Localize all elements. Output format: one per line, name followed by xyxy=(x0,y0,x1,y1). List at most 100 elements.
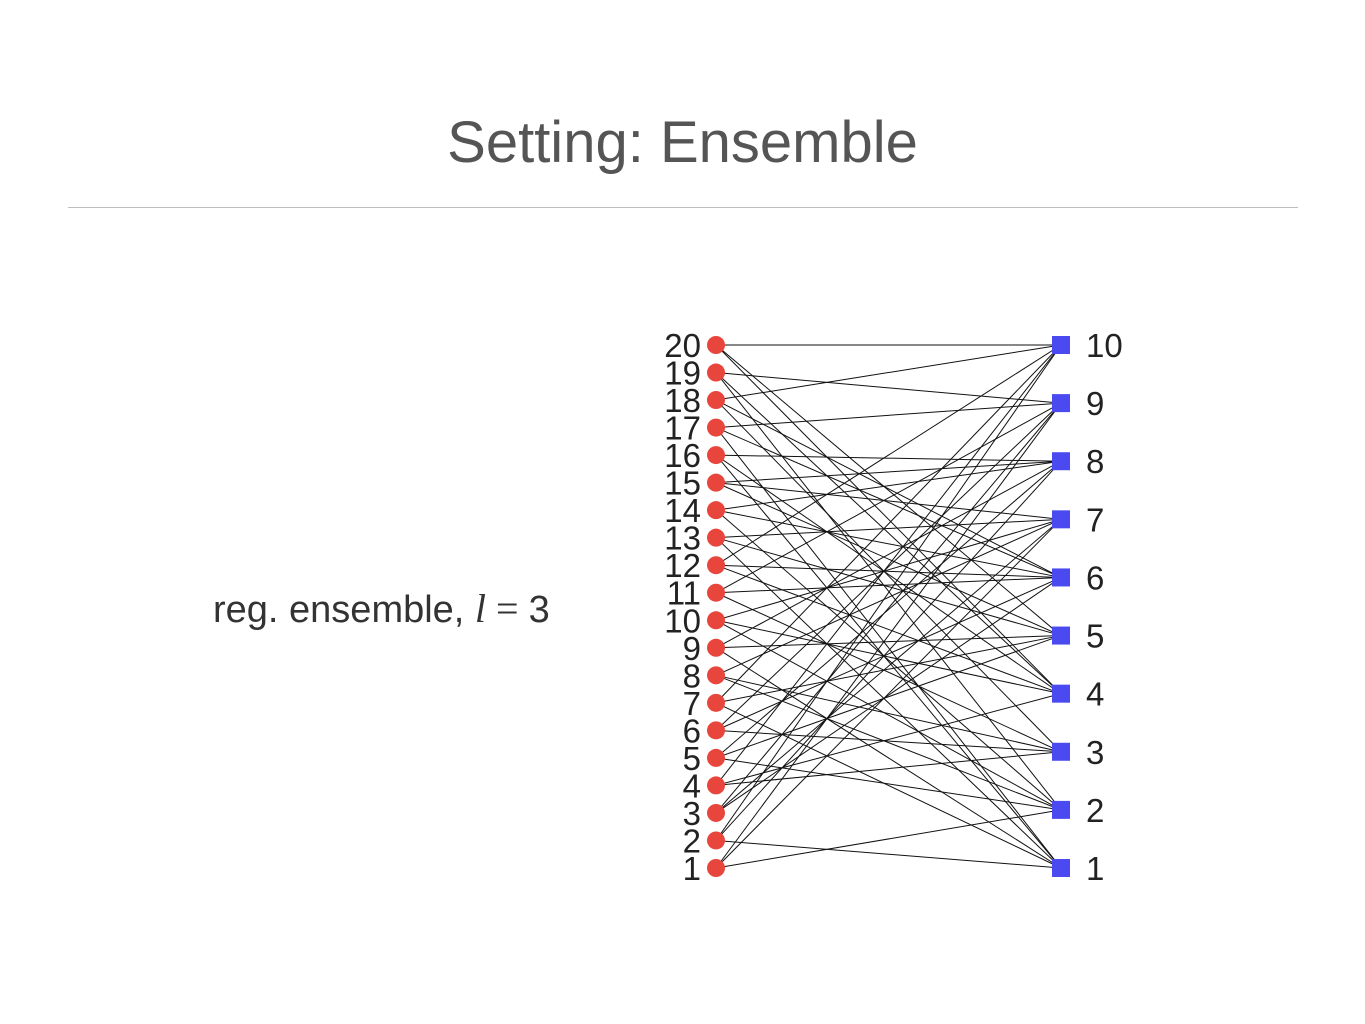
edge-4-3 xyxy=(715,751,1062,786)
title-divider xyxy=(68,207,1298,208)
variable-node-8 xyxy=(707,666,725,685)
edge-15-7 xyxy=(715,482,1062,520)
edge-9-1 xyxy=(715,647,1062,869)
edge-1-7 xyxy=(715,518,1062,869)
variable-node-2 xyxy=(707,831,725,850)
edge-19-4 xyxy=(715,372,1062,695)
check-node-8 xyxy=(1052,452,1070,471)
variable-node-15 xyxy=(707,473,725,492)
caption-equals: = xyxy=(496,586,519,631)
variable-node-7 xyxy=(707,693,725,712)
variable-node-label: 18 xyxy=(664,382,701,419)
edge-16-8 xyxy=(715,454,1062,462)
variable-node-12 xyxy=(707,556,725,575)
check-node-label: 7 xyxy=(1086,501,1104,538)
variable-node-4 xyxy=(707,776,725,795)
variable-node-label: 3 xyxy=(683,795,701,832)
edge-17-1 xyxy=(715,427,1062,869)
edge-11-3 xyxy=(715,592,1062,753)
edge-16-4 xyxy=(715,454,1062,695)
check-node-2 xyxy=(1052,800,1070,819)
edge-1-2 xyxy=(715,809,1062,869)
edge-2-8 xyxy=(715,460,1062,841)
check-node-6 xyxy=(1052,568,1070,587)
edge-6-3 xyxy=(715,729,1062,753)
edge-1-9 xyxy=(715,402,1062,869)
variable-node-label: 10 xyxy=(664,602,701,639)
check-node-label: 5 xyxy=(1086,618,1104,655)
check-node-4 xyxy=(1052,684,1070,703)
variable-node-13 xyxy=(707,528,725,547)
edge-11-6 xyxy=(715,576,1062,594)
edge-6-6 xyxy=(715,576,1062,731)
edge-3-9 xyxy=(715,402,1062,814)
variable-node-label: 14 xyxy=(664,492,701,529)
variable-node-label: 7 xyxy=(683,685,701,722)
caption-value: 3 xyxy=(528,589,550,631)
edges xyxy=(715,344,1062,869)
edge-17-6 xyxy=(715,427,1062,578)
edge-13-1 xyxy=(715,537,1062,869)
caption-operator: = xyxy=(486,586,529,631)
edge-20-5 xyxy=(715,344,1062,636)
edge-8-7 xyxy=(715,518,1062,676)
check-node-label: 1 xyxy=(1086,850,1104,887)
variable-node-11 xyxy=(707,583,725,602)
edge-15-8 xyxy=(715,460,1062,484)
edge-12-6 xyxy=(715,564,1062,578)
variable-node-3 xyxy=(707,803,725,822)
check-node-10 xyxy=(1052,336,1070,354)
edge-16-1 xyxy=(715,454,1062,869)
variable-node-20 xyxy=(707,336,725,354)
variable-node-label: 17 xyxy=(664,410,701,447)
variable-node-9 xyxy=(707,638,725,657)
edge-7-1 xyxy=(715,702,1062,869)
variable-node-label: 16 xyxy=(664,437,701,474)
edge-19-2 xyxy=(715,372,1062,811)
check-node-1 xyxy=(1052,859,1070,877)
check-node-3 xyxy=(1052,742,1070,761)
variable-node-18 xyxy=(707,391,725,410)
edge-13-5 xyxy=(715,537,1062,637)
variable-node-label: 12 xyxy=(664,547,701,584)
variable-node-label: 4 xyxy=(683,767,701,804)
variable-node-label: 9 xyxy=(683,630,701,667)
edge-12-10 xyxy=(715,344,1062,566)
edge-14-6 xyxy=(715,509,1062,578)
variable-node-14 xyxy=(707,501,725,520)
variable-node-label: 15 xyxy=(664,465,701,502)
edge-12-4 xyxy=(715,564,1062,695)
edge-2-10 xyxy=(715,344,1062,841)
check-node-label: 9 xyxy=(1086,385,1104,422)
edge-14-8 xyxy=(715,460,1062,511)
slide-title: Setting: Ensemble xyxy=(447,110,918,175)
edge-18-3 xyxy=(715,399,1062,753)
edge-10-2 xyxy=(715,619,1062,811)
variable-node-19 xyxy=(707,363,725,382)
variable-node-label: 8 xyxy=(683,657,701,694)
edge-3-7 xyxy=(715,518,1062,814)
variable-node-16 xyxy=(707,446,725,465)
edge-7-5 xyxy=(715,635,1062,704)
edge-18-10 xyxy=(715,344,1062,401)
edge-9-5 xyxy=(715,635,1062,649)
check-node-label: 6 xyxy=(1086,559,1104,596)
check-node-label: 4 xyxy=(1086,676,1104,713)
variable-node-label: 5 xyxy=(683,740,701,777)
edge-5-2 xyxy=(715,757,1062,811)
variable-node-label: 1 xyxy=(683,850,701,887)
check-node-label: 2 xyxy=(1086,792,1104,829)
edge-3-6 xyxy=(715,577,1062,814)
check-node-5 xyxy=(1052,626,1070,645)
check-node-label: 3 xyxy=(1086,734,1104,771)
check-node-label: 10 xyxy=(1086,327,1123,364)
edge-7-10 xyxy=(715,344,1062,704)
edge-8-3 xyxy=(715,674,1062,753)
edge-2-1 xyxy=(715,839,1062,869)
variable-node-label: 11 xyxy=(667,575,701,612)
edge-10-7 xyxy=(715,518,1062,621)
edge-19-9 xyxy=(715,372,1062,404)
caption-prefix: reg. ensemble, xyxy=(213,589,475,631)
